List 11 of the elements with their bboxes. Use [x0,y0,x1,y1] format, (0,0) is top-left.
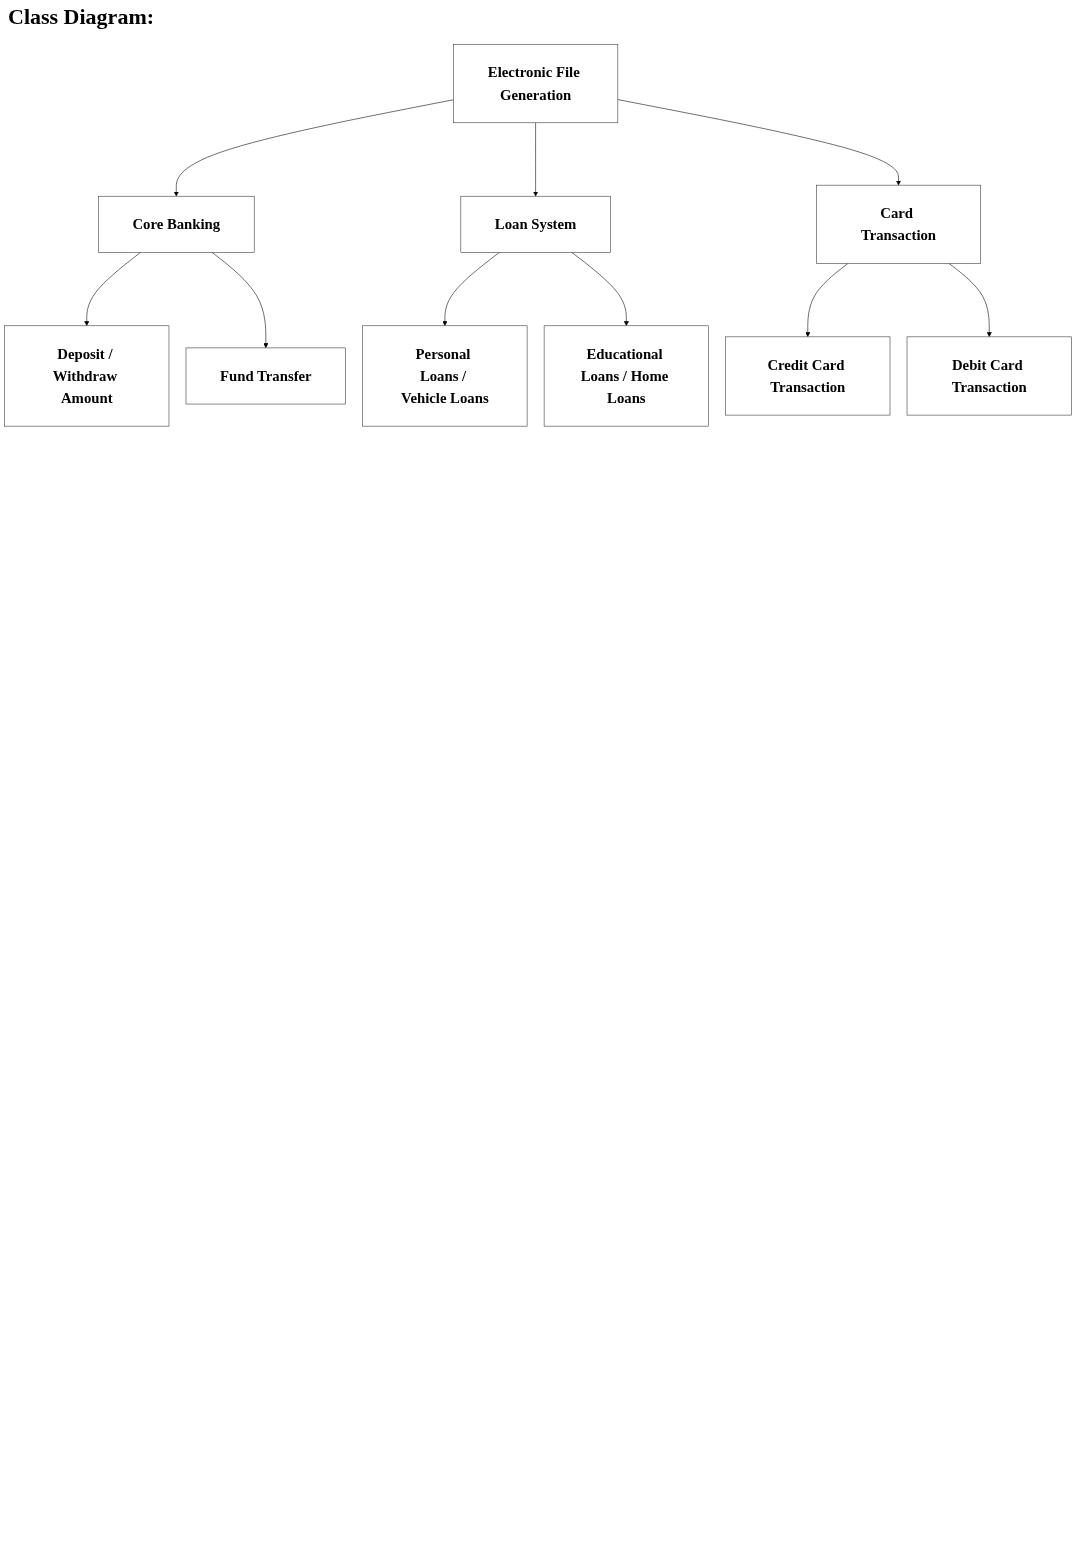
node-box: Debit Card Transaction [906,336,1072,416]
diagram-title: Class Diagram: [8,4,155,30]
node-box: Loan System [460,195,611,253]
node-box: Card Transaction [816,184,982,264]
node-box: Credit Card Transaction [725,336,891,416]
node-box: Personal Loans / Vehicle Loans [362,325,528,427]
node-box: Deposit / Withdraw Amount [4,325,170,427]
node-box: Educational Loans / Home Loans [543,325,709,427]
node-box: Core Banking [98,195,255,253]
node-box: Fund Transfer [185,347,346,405]
node-box: Electronic File Generation [453,44,619,124]
